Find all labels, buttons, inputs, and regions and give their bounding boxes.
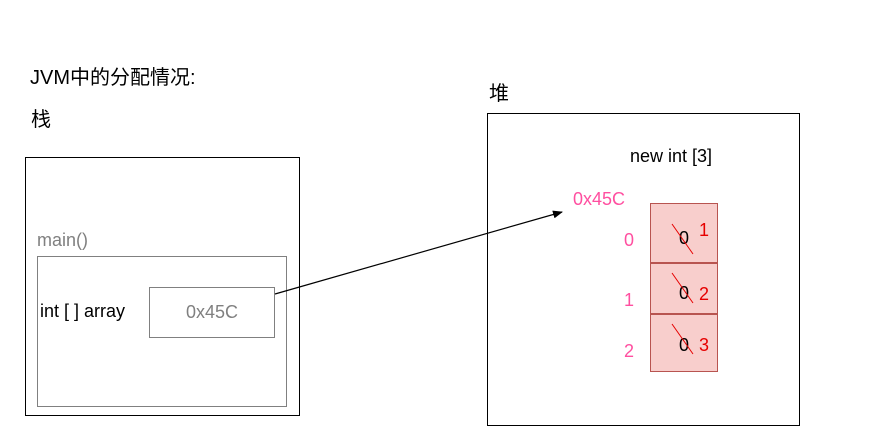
- reference-arrow: [274, 210, 563, 295]
- cell-default-value: 0: [679, 283, 690, 303]
- array-object-title: new int [3]: [630, 146, 713, 166]
- array-cell: [650, 203, 718, 263]
- heap-label: 堆: [489, 83, 509, 105]
- array-index-label: 0: [624, 230, 635, 250]
- cell-assigned-value: 3: [699, 335, 710, 355]
- strike-mark: [671, 223, 694, 255]
- cell-assigned-value: 1: [699, 220, 710, 240]
- array-reference-value: 0x45C: [185, 302, 239, 322]
- array-index-label: 1: [624, 290, 635, 310]
- diagram-caption: JVM中的分配情况:: [30, 67, 196, 89]
- array-variable-label: int [ ] array: [40, 301, 126, 321]
- cell-default-value: 0: [679, 228, 690, 248]
- array-reference-box: [149, 287, 275, 338]
- array-address-label: 0x45C: [573, 189, 626, 209]
- array-index-label: 2: [624, 341, 635, 361]
- strike-mark: [671, 272, 694, 304]
- main-frame-label: main(): [37, 230, 89, 250]
- stack-label: 栈: [31, 109, 51, 131]
- array-cell: [650, 314, 718, 372]
- strike-mark: [671, 323, 694, 355]
- array-cell: [650, 263, 718, 314]
- main-stack-frame: [37, 256, 287, 407]
- cell-assigned-value: 2: [699, 284, 710, 304]
- cell-default-value: 0: [679, 335, 690, 355]
- heap-region: [487, 113, 800, 426]
